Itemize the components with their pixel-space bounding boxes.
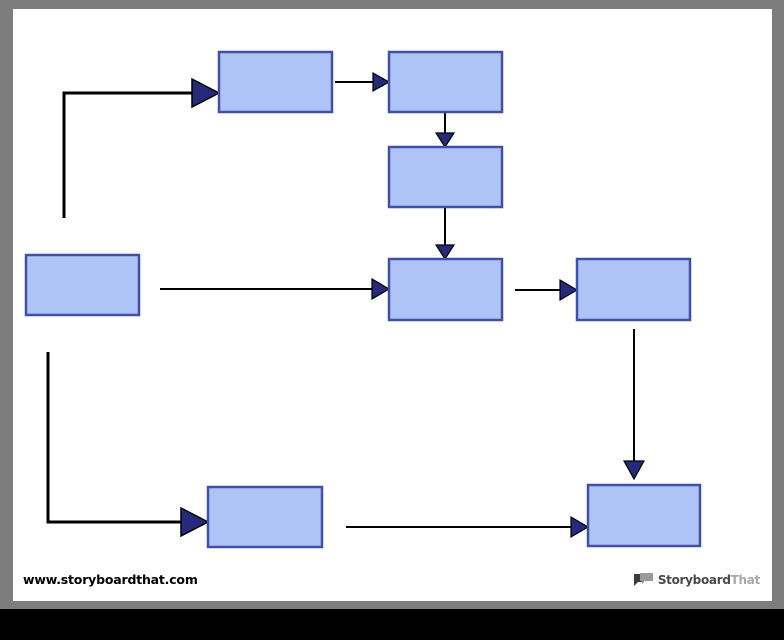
flowchart-node-1[interactable]	[217, 50, 334, 114]
connector-elbow-to-node7[interactable]	[46, 352, 210, 538]
brand-word-primary: Storyboard	[657, 573, 731, 587]
connector-node2-to-node3[interactable]	[434, 112, 456, 149]
flowchart-node-4[interactable]	[387, 257, 504, 322]
connector-node7-to-node8[interactable]	[346, 515, 590, 539]
connector-node1-to-node2[interactable]	[335, 71, 391, 93]
flowchart-svg	[24, 50, 702, 549]
storyboardthat-logo: StoryboardThat	[633, 570, 760, 590]
flowchart-node-3[interactable]	[387, 145, 504, 209]
canvas-footer: www.storyboardthat.com StoryboardThat	[13, 563, 772, 601]
flowchart-node-6[interactable]	[24, 253, 141, 317]
connector-elbow-to-node1[interactable]	[62, 77, 221, 218]
brand-word-secondary: That	[730, 573, 761, 587]
footer-website-url: www.storyboardthat.com	[23, 572, 198, 587]
speech-bubbles-icon	[633, 573, 653, 586]
brand-wordmark: StoryboardThat	[658, 573, 760, 587]
flowchart-diagram[interactable]	[13, 9, 772, 601]
storyboard-canvas[interactable]	[13, 9, 772, 601]
flowchart-node-7[interactable]	[206, 485, 324, 549]
connector-node3-to-node4[interactable]	[434, 207, 456, 261]
window-frame: www.storyboardthat.com StoryboardThat	[0, 0, 784, 609]
flowchart-node-8[interactable]	[586, 483, 702, 548]
connector-node4-to-node5[interactable]	[515, 278, 579, 302]
connector-node6-to-node4[interactable]	[160, 277, 391, 301]
connector-node5-to-node8[interactable]	[622, 329, 646, 481]
flowchart-node-2[interactable]	[387, 50, 504, 114]
flowchart-node-5[interactable]	[575, 257, 692, 322]
